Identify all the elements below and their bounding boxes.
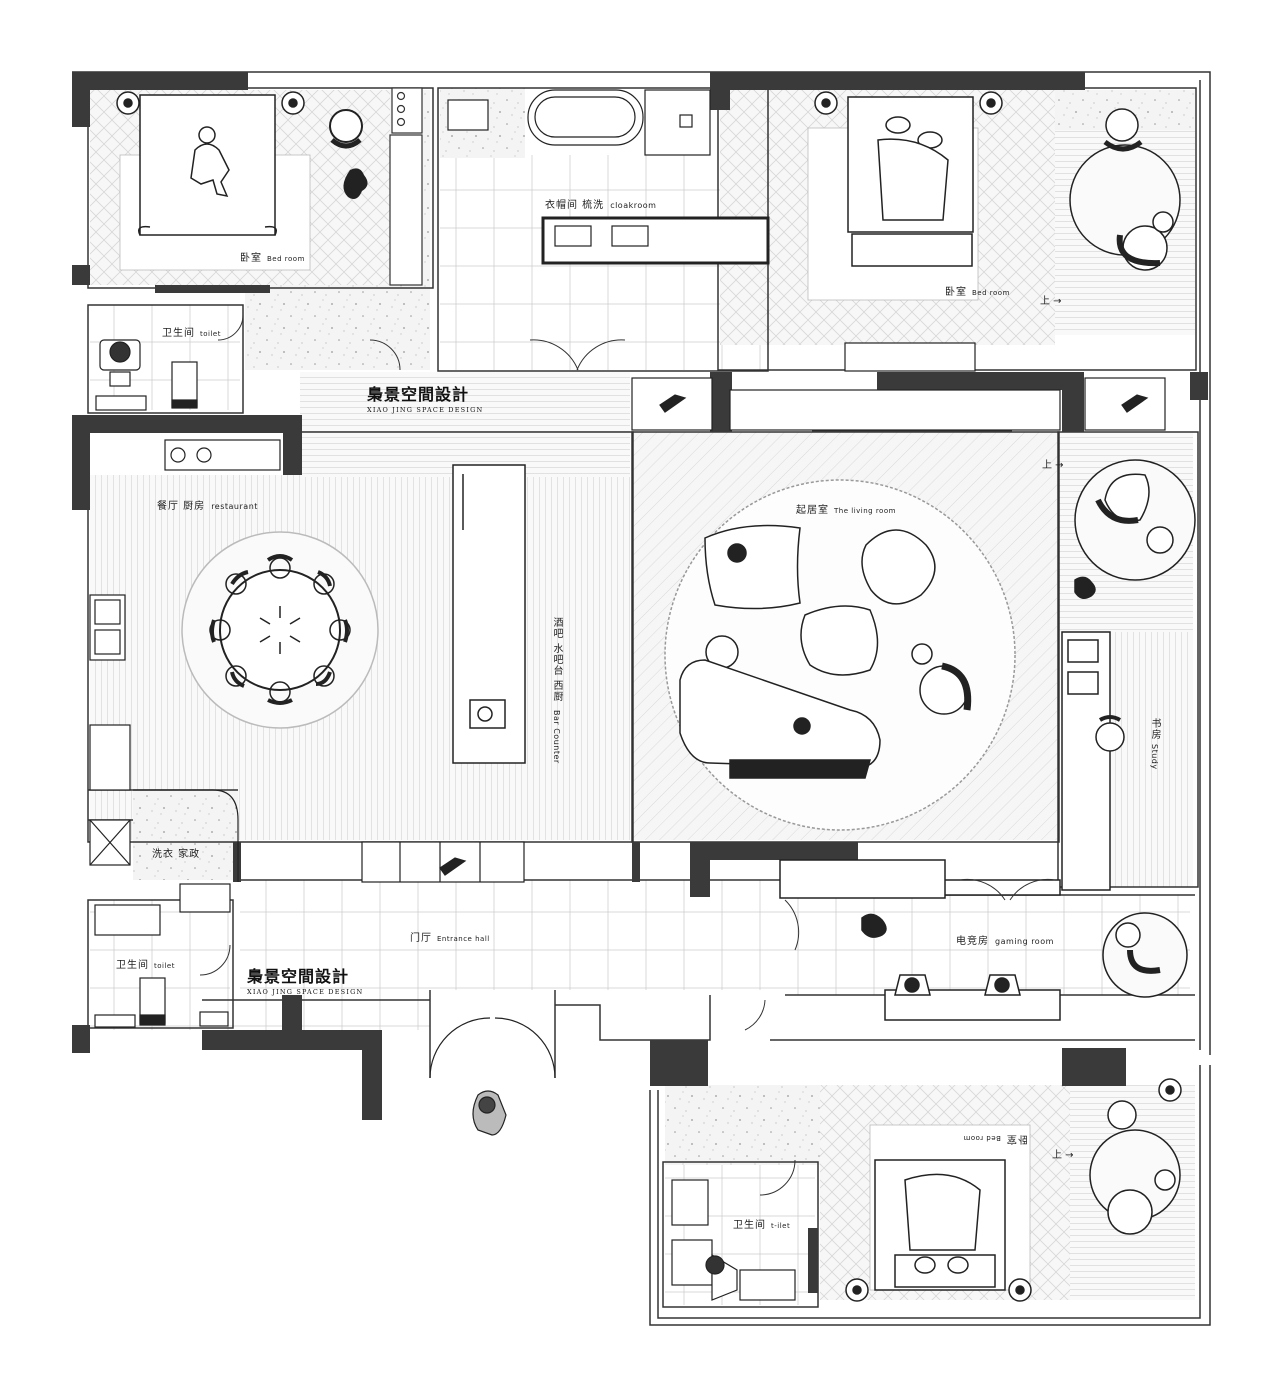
stairs-up-marker: 上 → xyxy=(1052,1150,1074,1161)
label-laundry: 洗衣 家政 xyxy=(152,849,201,860)
lounge-chair-ne xyxy=(1069,108,1181,271)
bed-ne xyxy=(814,91,1003,267)
stairs-up-marker: 上 → xyxy=(1040,296,1062,307)
dining-table xyxy=(181,531,379,729)
tv-unit xyxy=(631,377,1166,431)
cabinet-ne xyxy=(844,342,976,372)
bar-counter xyxy=(452,464,526,764)
cloakroom-fixtures xyxy=(447,89,770,265)
bed-se xyxy=(845,1159,1032,1302)
doors xyxy=(199,314,1056,1196)
kitchen-counter xyxy=(89,439,281,791)
toilet-nw-fixtures xyxy=(95,339,198,411)
gaming-furniture xyxy=(779,859,1188,1021)
label-bar: 酒吧 水吧台 西厨Bar Counter xyxy=(551,617,562,765)
brand-logo: 梟景空間設計 XIAO JING SPACE DESIGN xyxy=(247,967,364,996)
chair-nw xyxy=(329,109,368,199)
toilet-w-fixtures xyxy=(94,904,229,1028)
study-furniture xyxy=(1061,459,1196,891)
label-study: 书房Study xyxy=(1149,718,1160,770)
wardrobe-nw xyxy=(389,87,423,286)
inner-walls xyxy=(72,71,1211,1326)
laundry-fixtures xyxy=(89,789,239,913)
floor-finishes xyxy=(90,88,1195,1305)
lounge-chair-se xyxy=(1089,1078,1182,1235)
label-bedroom-se: 卧室Bed room xyxy=(963,1133,1028,1144)
stairs-up-marker: 上 → xyxy=(1042,460,1064,471)
toilet-se-fixtures xyxy=(671,1179,796,1301)
bed-nw xyxy=(116,91,305,236)
living-furniture xyxy=(664,479,1016,831)
entrance-fixtures xyxy=(361,841,556,1136)
brand-logo: 梟景空間設計 XIAO JING SPACE DESIGN xyxy=(367,385,484,414)
